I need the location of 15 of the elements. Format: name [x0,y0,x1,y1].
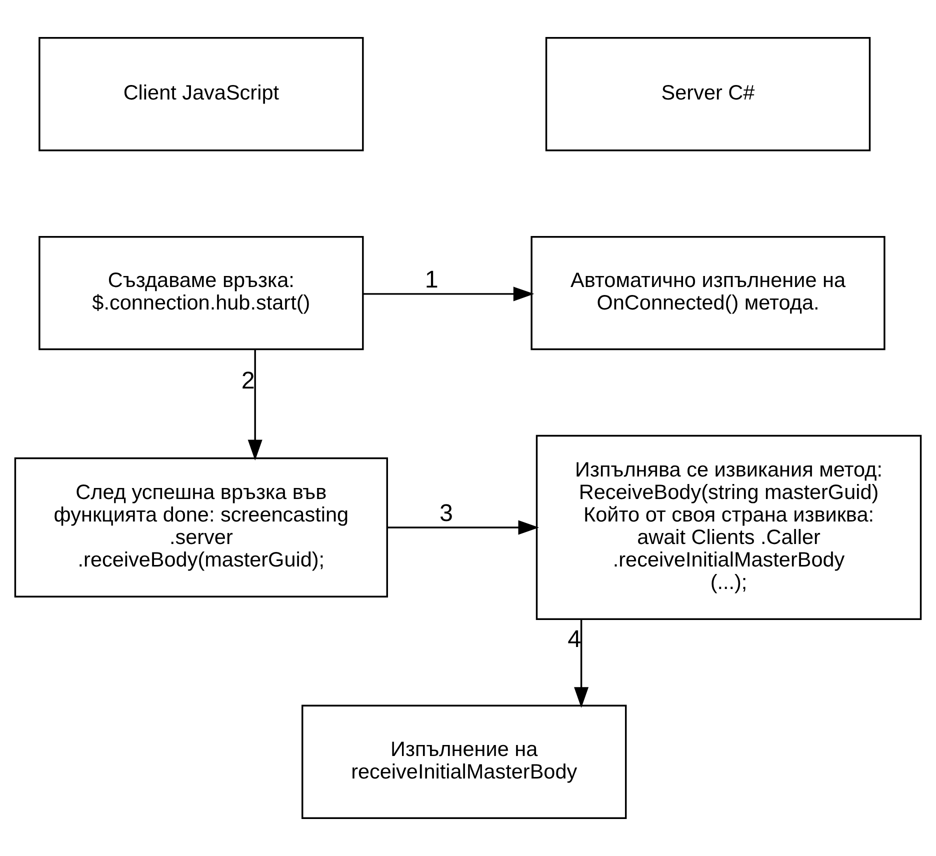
edge-label: 1 [424,266,438,294]
arrow [574,619,589,708]
node-box: Изпълнение на receiveInitialMasterBody [302,704,627,819]
arrow [362,286,534,302]
node-box: Създаваме връзка: $.connection.hub.start() [38,236,364,350]
node-box: Server C# [545,37,871,152]
arrow [387,520,540,535]
node-box: След успешна връзка във функцията done: screencasting .server .receiveBody(masterGuid); [14,457,388,598]
node-box: Client JavaScript [38,37,364,152]
edge-label: 2 [241,368,255,395]
node-box: Изпълнява се извикания метод: ReceiveBody(string masterGuid) Който от своя страна извиква: await Clients .Caller .receiveInitialMasterBody (...); [536,434,922,620]
arrow [248,350,262,460]
edge-label: 4 [568,626,582,654]
edge-label: 3 [439,500,453,527]
node-box: Автоматично изпълнение на OnConnected() метода. [530,236,886,350]
